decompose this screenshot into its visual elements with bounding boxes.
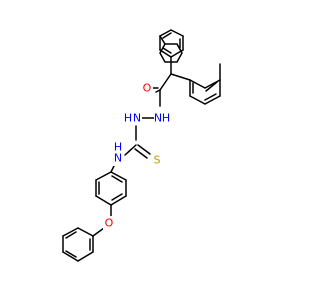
hydrazide-hydrogen-label: H: [162, 112, 170, 125]
double-bond-inner: [162, 32, 172, 39]
ether-oxygen-label: O: [105, 217, 114, 230]
double-bond-inner: [162, 47, 172, 54]
bond: [170, 73, 191, 81]
label-bg: [112, 142, 124, 166]
bond: [159, 35, 166, 45]
bonds: [62, 29, 221, 262]
bond: [159, 73, 172, 91]
hydrazide-nitrogen-label: N: [154, 112, 162, 125]
bond: [62, 251, 79, 262]
bond: [95, 171, 112, 181]
label-bg: [124, 110, 142, 124]
bond: [62, 227, 79, 237]
bond: [189, 79, 206, 89]
double-bond-inner: [205, 81, 218, 92]
double-bond-inner: [65, 250, 77, 258]
label-bg: [141, 82, 153, 94]
double-bond: [137, 144, 151, 155]
double-bond-inner: [111, 175, 123, 183]
bond: [170, 29, 184, 37]
double-bond-inner: [204, 93, 217, 101]
label-bg: [154, 110, 170, 124]
aryl-amine-nitrogen-label: N: [114, 152, 122, 165]
label-bg: [151, 154, 163, 166]
bond: [124, 144, 137, 156]
bond: [159, 49, 172, 58]
bond: [189, 95, 206, 105]
double-bond-inner: [111, 193, 123, 201]
hydrazine-hydrogen-label: H: [124, 112, 132, 125]
bond: [170, 49, 184, 58]
hydrazine-nitrogen-label: N: [133, 112, 141, 125]
aryl-amine-hydrogen-label: H: [114, 141, 122, 154]
bond: [204, 79, 221, 89]
bond: [159, 29, 172, 37]
benzene-ring-top: [159, 43, 183, 63]
bond: [110, 171, 127, 181]
carbonyl-oxygen-label: O: [143, 82, 152, 95]
double-bond-inner: [65, 231, 77, 239]
sulfur-label: S: [154, 154, 161, 167]
bond: [110, 195, 127, 206]
bond: [95, 195, 112, 206]
label-bg: [103, 216, 115, 230]
bond: [77, 227, 94, 237]
atom-labels: O N H H N S H N O: [103, 82, 170, 230]
bond: [92, 227, 105, 237]
double-bond: [134, 148, 148, 159]
molecule-diagram: O N H H N S H N O: [62, 29, 221, 262]
bond: [77, 251, 94, 262]
bond: [204, 95, 221, 105]
